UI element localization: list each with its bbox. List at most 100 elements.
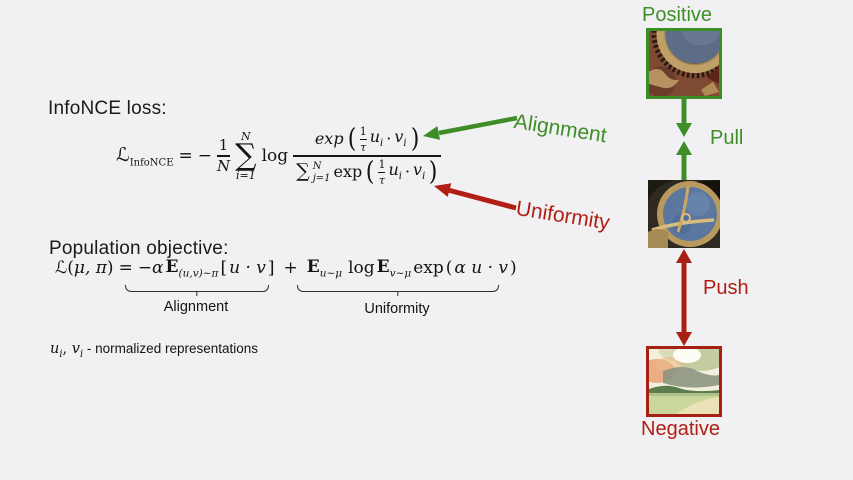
u-i: ui: [388, 159, 402, 183]
v-sub: i: [403, 138, 407, 150]
expectation-subscript: u~μ: [319, 267, 343, 280]
right-bracket: ]: [267, 258, 275, 279]
inner-den: τ: [378, 173, 385, 187]
equals-sign: =: [118, 258, 133, 279]
pull-label: Pull: [710, 127, 744, 149]
u-sub: i: [398, 171, 402, 183]
u-dot-v: u · v: [229, 258, 266, 279]
softmax-numerator: exp ( 1 τ ui · vi ): [312, 124, 423, 155]
minus-sign: −: [197, 146, 213, 166]
expectation-E: Ev~μ: [377, 257, 412, 279]
log-operator: log: [261, 146, 289, 166]
summation: N ∑ i=1: [235, 131, 256, 181]
infonce-lhs-subscript: InfoNCE: [129, 157, 174, 169]
anchor-image: [648, 180, 720, 248]
infonce-lhs: ℒInfoNCE: [116, 144, 174, 168]
right-paren: ): [429, 156, 438, 187]
fraction-bar: [359, 139, 367, 141]
exp-operator: exp: [413, 258, 444, 279]
positive-label: Positive: [642, 4, 713, 26]
blackboard-E: E: [165, 257, 179, 277]
uniformity-term-label: Uniformity: [364, 301, 430, 317]
push-label: Push: [703, 277, 749, 299]
v-i: vi: [413, 159, 426, 183]
underbrace-tick: [397, 291, 399, 296]
left-paren: (: [347, 124, 356, 154]
u-sub: i: [380, 138, 384, 150]
infonce-formula: ℒInfoNCE = − 1 N N ∑ i=1 log exp ( 1 τ u…: [116, 112, 442, 200]
pull-arrows-icon: [676, 99, 692, 180]
log-operator: log: [348, 258, 375, 279]
one-over-tau: 1 τ: [359, 125, 367, 155]
u-var: u: [369, 127, 381, 147]
right-paren: ): [510, 258, 517, 279]
softmax-fraction: exp ( 1 τ ui · vi ) ∑ N j=1 exp: [293, 124, 442, 187]
sum-symbol: ∑: [296, 160, 310, 183]
right-paren: ): [106, 258, 114, 279]
inner-num: 1: [359, 125, 367, 139]
dot-operator: ·: [386, 129, 392, 149]
population-formula: ℒ(μ, π) = −α E(u,v)~π [ u · v ] + Eu~μ l…: [55, 257, 517, 279]
population-lhs: ℒ(μ, π): [55, 258, 114, 278]
separator: ,: [62, 341, 72, 357]
uniformity-underbrace: [297, 285, 499, 296]
dot-operator: ·: [404, 161, 411, 181]
sum-upper-limit: N: [241, 130, 251, 144]
expectation-E: Eu~μ: [307, 257, 342, 279]
landscape-artwork: [649, 349, 719, 414]
expectation-subscript: (u,v)~π: [178, 267, 219, 280]
u-i: ui: [369, 127, 384, 150]
one-over-N-fraction: 1 N: [217, 136, 231, 173]
normalized-representations-note: ui, vi - normalized representations: [50, 341, 258, 360]
script-L: ℒ: [55, 258, 68, 279]
v-i: vi: [394, 127, 407, 150]
push-arrow-icon: [676, 249, 692, 346]
fraction-numerator: 1: [218, 136, 229, 155]
v-sub: i: [79, 348, 84, 360]
sum-lower-limit: j=1: [312, 172, 331, 184]
v-var: v: [394, 127, 404, 147]
uniformity-arrow-icon: [434, 183, 517, 211]
inner-num: 1: [378, 157, 386, 171]
left-paren: (: [67, 258, 74, 279]
fraction-bar: [217, 155, 231, 157]
sum-symbol: ∑: [235, 138, 257, 174]
negative-image: [646, 346, 722, 417]
u-sub: i: [59, 348, 63, 360]
exp-operator: exp: [333, 161, 363, 181]
alignment-term-label: Alignment: [163, 299, 229, 315]
expectation-subscript: v~μ: [389, 267, 412, 280]
plus-sign: +: [283, 258, 298, 279]
neg-alpha: −α: [137, 258, 164, 279]
fraction-bar: [293, 155, 442, 157]
negative-label: Negative: [641, 418, 720, 440]
positive-image: [646, 28, 722, 99]
clock-gears-artwork: [649, 31, 719, 96]
v-var: v: [413, 159, 423, 179]
alignment-arrow-icon: [423, 115, 518, 140]
fraction-bar: [378, 171, 386, 173]
u-var: u: [388, 159, 399, 179]
sum-limits: N j=1: [313, 161, 331, 184]
population-heading: Population objective:: [49, 238, 229, 259]
underbrace-tick: [196, 291, 198, 296]
right-paren: ): [410, 124, 419, 154]
left-paren: (: [445, 258, 453, 279]
v-sub: i: [422, 171, 426, 183]
equals-sign: =: [178, 146, 193, 166]
left-paren: (: [366, 156, 375, 187]
uniformity-callout-label: Uniformity: [514, 197, 612, 235]
alignment-callout-label: Alignment: [512, 110, 609, 148]
v-var: v: [71, 341, 80, 357]
sum-lower-limit: i=1: [235, 168, 256, 182]
note-text: - normalized representations: [83, 341, 259, 356]
alpha-u-dot-v: α u · v: [454, 258, 509, 279]
softmax-denominator: ∑ N j=1 exp ( 1 τ ui · vi ): [293, 156, 441, 187]
one-over-tau: 1 τ: [378, 157, 386, 187]
expectation-E: E(u,v)~π: [166, 257, 219, 279]
inner-den: τ: [360, 141, 367, 155]
clock-face-artwork: [648, 180, 720, 248]
blackboard-E: E: [376, 257, 390, 277]
infonce-heading: InfoNCE loss:: [48, 98, 167, 119]
